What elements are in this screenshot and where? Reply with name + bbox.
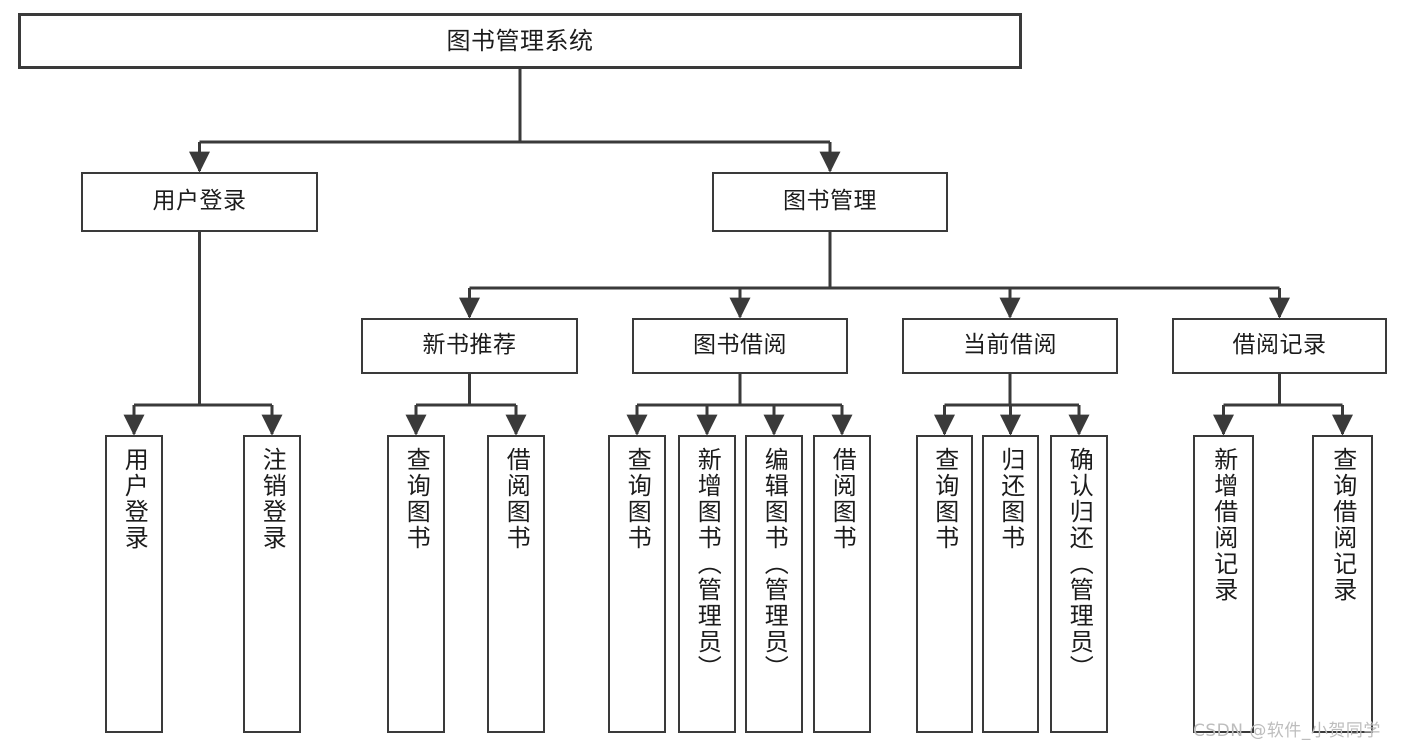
- node-l_logout[interactable]: 注销登录: [243, 435, 301, 733]
- node-l_bbook1[interactable]: 借阅图书: [487, 435, 545, 733]
- node-l_qrec[interactable]: 查询借阅记录: [1312, 435, 1373, 733]
- node-root[interactable]: 图书管理系统: [18, 13, 1022, 69]
- node-l_login[interactable]: 用户登录: [105, 435, 163, 733]
- node-label: 借阅图书: [828, 447, 857, 551]
- node-l_qbook3[interactable]: 查询图书: [916, 435, 973, 733]
- node-l_qbook2[interactable]: 查询图书: [608, 435, 666, 733]
- node-l_addrec[interactable]: 新增借阅记录: [1193, 435, 1254, 733]
- node-label: 图书管理系统: [446, 26, 594, 55]
- node-login[interactable]: 用户登录: [81, 172, 318, 232]
- node-label: 图书管理: [783, 188, 877, 215]
- node-l_return[interactable]: 归还图书: [982, 435, 1039, 733]
- node-l_bbook2[interactable]: 借阅图书: [813, 435, 871, 733]
- node-label: 查询图书: [930, 447, 959, 551]
- node-records[interactable]: 借阅记录: [1172, 318, 1387, 374]
- node-label: 确认归还（管理员）: [1065, 447, 1094, 681]
- node-label: 编辑图书（管理员）: [760, 447, 789, 681]
- node-l_editbook[interactable]: 编辑图书（管理员）: [745, 435, 803, 733]
- node-borrow[interactable]: 图书借阅: [632, 318, 848, 374]
- node-label: 新增图书（管理员）: [693, 447, 722, 681]
- node-l_qbook1[interactable]: 查询图书: [387, 435, 445, 733]
- node-label: 新书推荐: [422, 332, 517, 359]
- node-label: 用户登录: [120, 447, 149, 551]
- node-label: 图书借阅: [693, 332, 787, 359]
- node-current[interactable]: 当前借阅: [902, 318, 1118, 374]
- node-label: 新增借阅记录: [1209, 447, 1238, 603]
- node-label: 归还图书: [996, 447, 1025, 551]
- node-label: 借阅图书: [502, 447, 531, 551]
- node-l_confirm[interactable]: 确认归还（管理员）: [1050, 435, 1108, 733]
- node-label: 查询图书: [623, 447, 652, 551]
- csdn-watermark: CSDN @软件_小贺同学: [1193, 721, 1381, 741]
- node-label: 借阅记录: [1232, 332, 1327, 359]
- node-label: 查询图书: [402, 447, 431, 551]
- node-label: 用户登录: [152, 188, 247, 215]
- node-label: 查询借阅记录: [1328, 447, 1357, 603]
- node-label: 当前借阅: [963, 332, 1057, 359]
- node-newbooks[interactable]: 新书推荐: [361, 318, 578, 374]
- node-l_addbook[interactable]: 新增图书（管理员）: [678, 435, 736, 733]
- node-bookmgmt[interactable]: 图书管理: [712, 172, 948, 232]
- node-label: 注销登录: [258, 447, 287, 551]
